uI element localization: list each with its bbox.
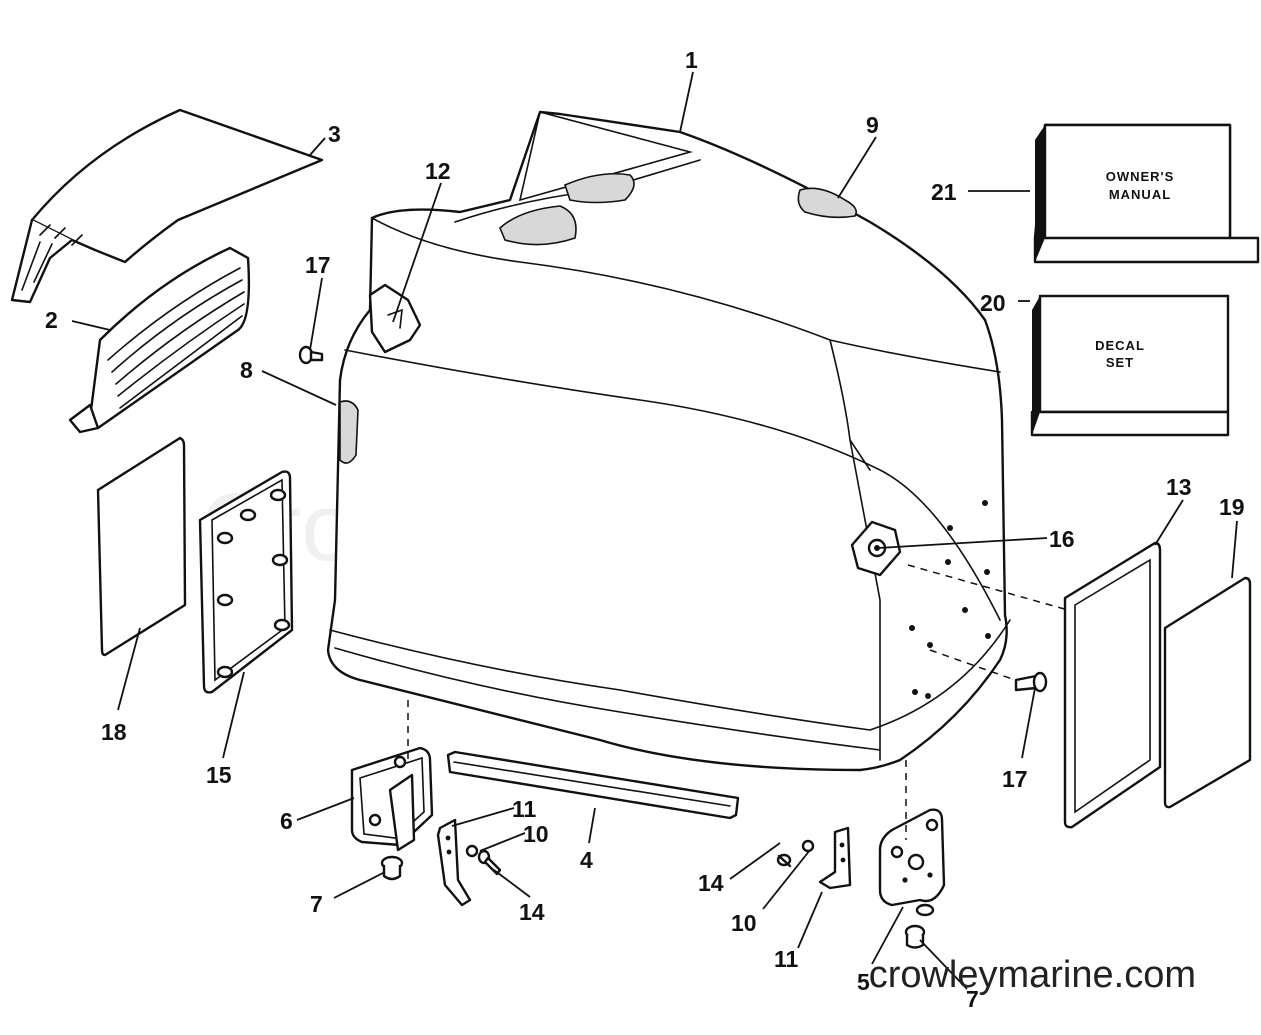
site-url-text: crowleymarine.com (869, 954, 1196, 996)
bracket-part-11-right (818, 826, 852, 890)
callout-1: 1 (685, 47, 698, 73)
bracket-part-6 (350, 746, 434, 852)
washer-part-10-right (801, 839, 815, 853)
callout-3: 3 (328, 121, 341, 147)
bracket-part-11-left (436, 818, 472, 907)
callout-21: 21 (931, 179, 957, 205)
seal-part-8 (339, 400, 359, 464)
callout-14-right: 14 (698, 870, 724, 896)
callout-6: 6 (280, 808, 293, 834)
cover-panel-part-19 (1163, 576, 1252, 809)
decal-set-label-line1: DECAL (1095, 338, 1145, 353)
callout-13: 13 (1166, 474, 1192, 500)
callout-2: 2 (45, 307, 58, 333)
grommet-part-7-right (904, 924, 926, 949)
callout-17-right: 17 (1002, 766, 1028, 792)
air-silencer-lid-part-3 (10, 108, 324, 304)
callout-4: 4 (580, 847, 593, 873)
knob-part-16 (850, 520, 902, 577)
washer-part-10-left (465, 844, 479, 858)
callout-15: 15 (206, 762, 232, 788)
screw-part-14-right (776, 853, 792, 868)
callout-5: 5 (857, 969, 870, 995)
callout-10-left: 10 (523, 821, 549, 847)
frame-gasket-part-13 (1063, 541, 1162, 829)
grommet-part-7-left (380, 855, 404, 881)
callout-12: 12 (425, 158, 451, 184)
callout-7-left: 7 (310, 891, 323, 917)
callout-16: 16 (1049, 526, 1075, 552)
callout-18: 18 (101, 719, 127, 745)
seal-strip-part-4 (446, 750, 740, 820)
screw-part-14-left (477, 849, 502, 876)
mounting-plate-part-15 (198, 470, 294, 694)
callout-19: 19 (1219, 494, 1245, 520)
callout-20: 20 (980, 290, 1006, 316)
callout-10-right: 10 (731, 910, 757, 936)
decal-set-label-line2: SET (1106, 355, 1134, 370)
engine-cover-part-1 (326, 110, 1011, 772)
callout-9: 9 (866, 112, 879, 138)
air-intake-grille-part-2 (68, 246, 251, 434)
hinge-bracket-part-5 (878, 808, 946, 917)
leader-lines (71, 71, 1238, 990)
cover-panel-part-18 (96, 436, 187, 657)
callout-8: 8 (240, 357, 253, 383)
callout-11-right: 11 (774, 946, 799, 972)
callout-7-right: 7 (966, 986, 979, 1012)
callout-11-left: 11 (512, 796, 537, 822)
owners-manual-box-part-21: OWNER'S MANUAL (1033, 123, 1260, 264)
callout-labels: 1 2 3 4 5 6 7 7 8 9 10 10 11 11 12 13 14… (45, 47, 1245, 1012)
decal-set-box-part-20: DECAL SET (1030, 294, 1230, 437)
screw-part-17-left (298, 345, 324, 365)
screw-part-17-right (1014, 671, 1048, 693)
callout-14-left: 14 (519, 899, 545, 925)
seal-part-9 (797, 187, 858, 219)
owners-manual-label-line2: MANUAL (1109, 187, 1171, 202)
owners-manual-label-line1: OWNER'S (1106, 169, 1175, 184)
callout-17-left: 17 (305, 252, 331, 278)
